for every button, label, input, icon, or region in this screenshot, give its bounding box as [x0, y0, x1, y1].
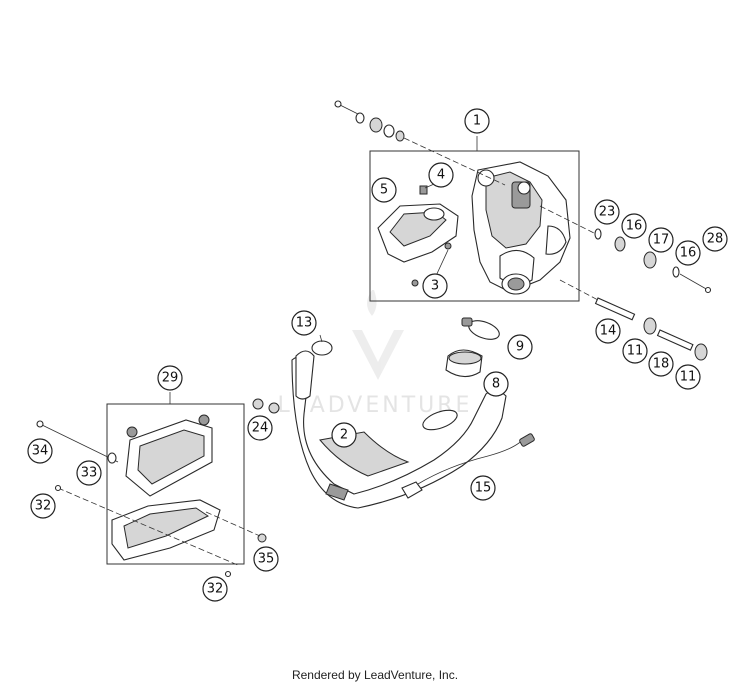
- svg-text:15: 15: [475, 481, 492, 496]
- svg-text:32: 32: [35, 499, 52, 514]
- svg-text:18: 18: [653, 357, 670, 372]
- callout-28: 28: [702, 226, 728, 252]
- callout-3: 3: [422, 273, 448, 299]
- svg-text:5: 5: [380, 183, 388, 198]
- svg-text:29: 29: [162, 371, 179, 386]
- svg-text:11: 11: [680, 370, 697, 385]
- callout-17: 17: [648, 227, 674, 253]
- svg-text:24: 24: [252, 421, 269, 436]
- svg-text:32: 32: [207, 582, 224, 597]
- clip-4: [419, 185, 428, 195]
- svg-text:4: 4: [437, 168, 445, 183]
- callout-11a: 11: [622, 338, 648, 364]
- svg-text:3: 3: [431, 279, 439, 294]
- callout-14: 14: [595, 318, 621, 344]
- guard-hardware: [36, 420, 267, 578]
- callout-8: 8: [483, 371, 509, 397]
- callout-1: 1: [464, 108, 490, 134]
- right-hardware-stack: [539, 205, 712, 361]
- callout-32b: 32: [202, 576, 228, 602]
- gasket-13-part: [311, 340, 333, 356]
- clamp-part: [461, 317, 500, 340]
- svg-text:28: 28: [707, 232, 724, 247]
- callout-16a: 16: [621, 213, 647, 239]
- callout-32a: 32: [30, 493, 56, 519]
- group-box-1: [369, 150, 580, 302]
- callout-9: 9: [507, 334, 533, 360]
- callout-2: 2: [331, 422, 357, 448]
- callout-33: 33: [76, 460, 102, 486]
- svg-text:23: 23: [599, 205, 616, 220]
- callout-29: 29: [157, 365, 183, 391]
- svg-text:16: 16: [626, 219, 643, 234]
- svg-text:11: 11: [627, 344, 644, 359]
- callout-15: 15: [470, 475, 496, 501]
- nut-24-part: [252, 398, 280, 414]
- callout-34: 34: [27, 438, 53, 464]
- screw-3b: [444, 242, 452, 250]
- callout-23: 23: [594, 199, 620, 225]
- svg-text:1: 1: [473, 114, 481, 129]
- muffler-housing-part: [471, 161, 571, 295]
- guard-lower-part: [111, 499, 221, 561]
- callout-13: 13: [291, 310, 317, 336]
- group-box-29: [106, 403, 245, 565]
- callout-5: 5: [371, 177, 397, 203]
- callout-24: 24: [247, 415, 273, 441]
- svg-text:17: 17: [653, 233, 670, 248]
- callout-16b: 16: [675, 240, 701, 266]
- callout-35: 35: [253, 546, 279, 572]
- lambda-sensor-part: [401, 433, 535, 499]
- callout-11b: 11: [675, 364, 701, 390]
- svg-text:34: 34: [32, 444, 49, 459]
- svg-text:35: 35: [258, 552, 275, 567]
- svg-text:9: 9: [516, 340, 524, 355]
- callout-18: 18: [648, 351, 674, 377]
- guard-upper-part: [125, 414, 213, 497]
- svg-text:33: 33: [81, 466, 98, 481]
- svg-text:16: 16: [680, 246, 697, 261]
- screw-3a: [411, 279, 419, 287]
- rendered-by-credit: Rendered by LeadVenture, Inc.: [291, 668, 459, 682]
- sealing-ring-part: [445, 349, 483, 378]
- svg-text:14: 14: [600, 324, 617, 339]
- svg-text:8: 8: [492, 377, 500, 392]
- heat-shield-part: [377, 203, 459, 263]
- svg-text:2: 2: [340, 428, 348, 443]
- callout-4: 4: [428, 162, 454, 188]
- top-bolt-stack: [334, 100, 506, 186]
- svg-text:13: 13: [296, 316, 313, 331]
